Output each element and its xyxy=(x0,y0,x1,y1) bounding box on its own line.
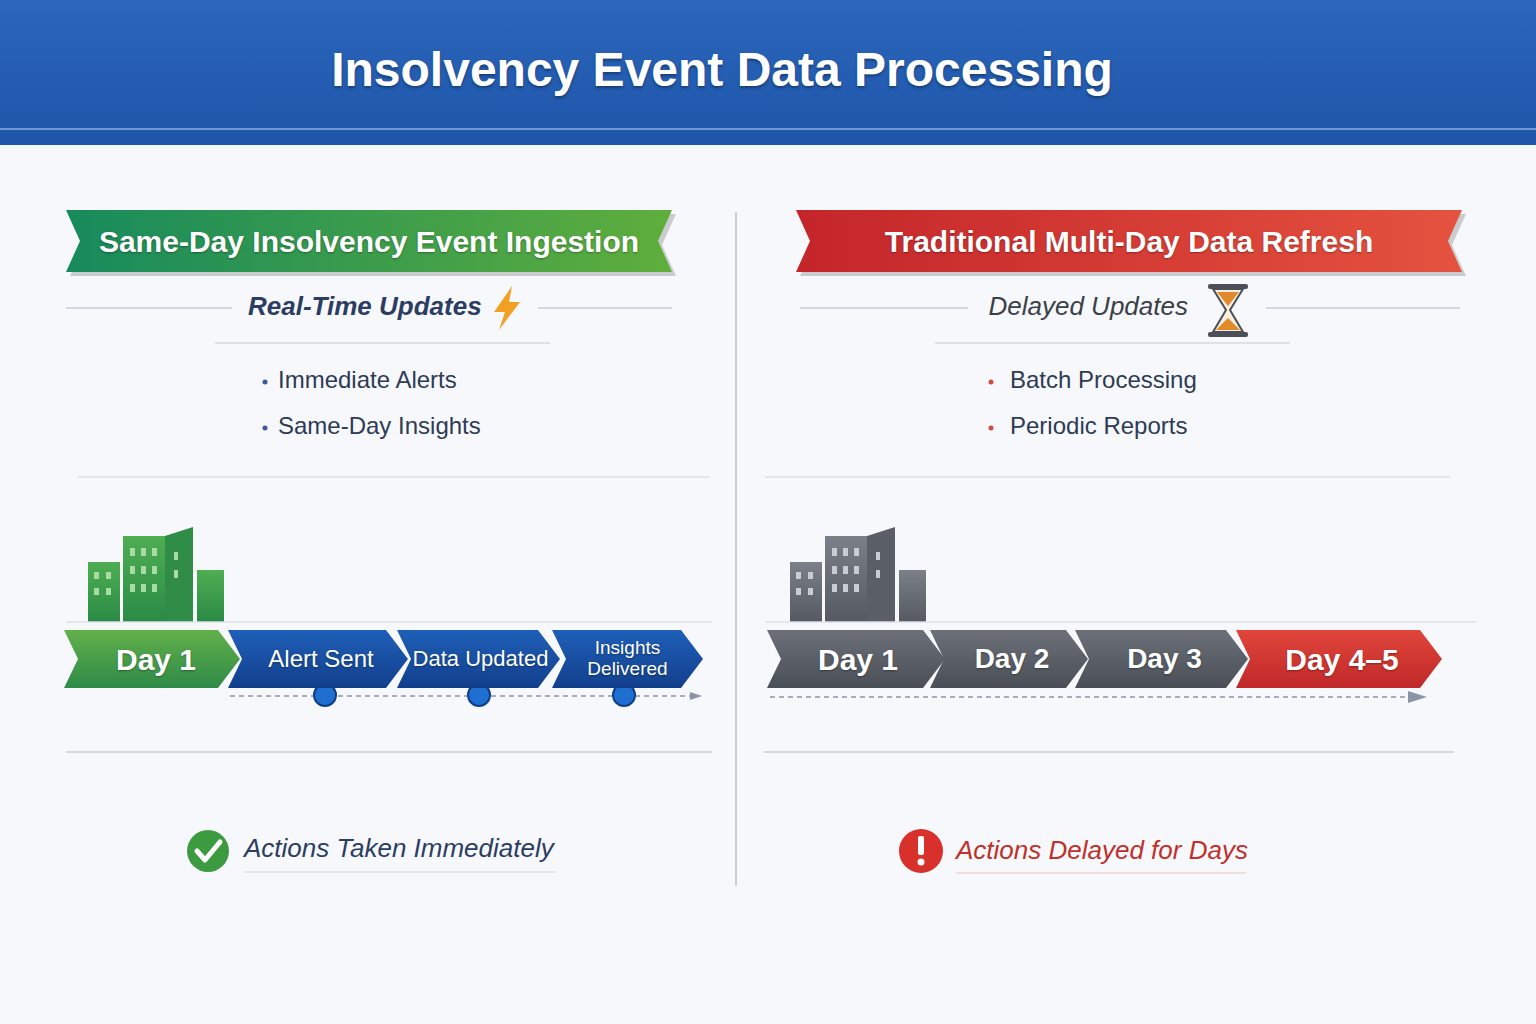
timeline-chevron: Day 3 xyxy=(1075,630,1248,688)
bullet-text: Periodic Reports xyxy=(1010,414,1187,438)
rule-line xyxy=(215,342,550,344)
rule-line xyxy=(800,307,968,309)
building-block xyxy=(165,527,193,622)
node-label: Traditional Multi-Day Data Refresh xyxy=(885,225,1373,258)
rule-line xyxy=(956,872,1246,874)
node-label: Day 3 xyxy=(1127,644,1202,675)
section-subtitle: Real-Time Updates xyxy=(248,293,482,319)
chevron-shape xyxy=(1236,630,1442,688)
section-subtitle: Delayed Updates xyxy=(989,293,1188,319)
building-block xyxy=(88,562,120,622)
warning-bar xyxy=(918,836,924,855)
lightning-icon xyxy=(494,286,520,330)
chevron-shape xyxy=(64,630,240,688)
building-block xyxy=(197,570,224,622)
bullet-text: Immediate Alerts xyxy=(278,368,457,392)
chevron-shape xyxy=(228,630,408,688)
dashed-timeline xyxy=(770,696,1412,698)
warning-icon xyxy=(899,829,943,873)
node-label: Data Updated xyxy=(413,647,549,671)
title-ribbon: Same-Day Insolvency Event Ingestion xyxy=(66,210,672,272)
bullet-dot xyxy=(989,380,994,385)
rule-line xyxy=(766,621,1476,623)
building-block xyxy=(790,562,822,622)
hourglass-sand xyxy=(1217,292,1239,306)
building-block xyxy=(867,527,895,622)
rule-line xyxy=(935,342,1290,344)
node-label: Alert Sent xyxy=(268,646,373,672)
header-band xyxy=(0,0,1536,145)
rule-line xyxy=(78,476,710,478)
building-icon xyxy=(88,527,224,622)
rule-line xyxy=(66,307,232,309)
timeline-chevron: Day 4–5 xyxy=(1236,630,1442,688)
ribbon-shape xyxy=(66,210,672,272)
rule-line xyxy=(538,307,672,309)
warning-dot xyxy=(918,859,925,866)
node-label: Day 1 xyxy=(818,643,898,676)
chevron-shape xyxy=(930,630,1088,688)
bullet-text: Batch Processing xyxy=(1010,368,1197,392)
chevron-shape xyxy=(1075,630,1248,688)
column-divider xyxy=(735,212,737,886)
hourglass-icon xyxy=(1208,284,1248,337)
bullet-dot xyxy=(989,426,994,431)
building-block xyxy=(899,570,926,622)
outcome-text: Actions Delayed for Days xyxy=(956,837,1248,863)
building-windows xyxy=(94,548,178,595)
timeline-chevron: Day 2 xyxy=(930,630,1088,688)
timeline-chevron: Alert Sent xyxy=(228,630,408,688)
timeline-arrowhead xyxy=(690,692,702,700)
bullet-dot xyxy=(263,380,268,385)
outcome-text: Actions Taken Immediately xyxy=(244,835,554,861)
timeline-chevron: Data Updated xyxy=(397,630,560,688)
timeline-arrowhead xyxy=(1408,691,1427,703)
building-block xyxy=(825,536,867,622)
rule-line xyxy=(1266,307,1460,309)
rule-line xyxy=(66,751,712,753)
timeline-chevron: Day 1 xyxy=(64,630,240,688)
hourglass-sand xyxy=(1216,318,1240,330)
rule-line xyxy=(764,751,1454,753)
rule-line xyxy=(765,476,1450,478)
bullet-dot xyxy=(263,426,268,431)
chevron-shape xyxy=(552,630,703,688)
building-block xyxy=(123,536,165,622)
building-windows xyxy=(796,548,880,595)
node-label: Insights Delivered xyxy=(573,638,683,680)
timeline-chevron: Day 1 xyxy=(767,630,945,688)
chevron-shape xyxy=(767,630,945,688)
ribbon-shape xyxy=(796,210,1462,272)
hourglass-glass xyxy=(1213,289,1243,332)
node-label: Day 4–5 xyxy=(1285,643,1398,676)
chevron-shape xyxy=(397,630,560,688)
header-rule xyxy=(0,128,1536,130)
title-ribbon: Traditional Multi-Day Data Refresh xyxy=(796,210,1462,272)
node-label: Day 2 xyxy=(975,644,1050,675)
bullet-text: Same-Day Insights xyxy=(278,414,481,438)
page-title: Insolvency Event Data Processing xyxy=(0,46,1444,94)
rule-line xyxy=(244,871,556,873)
building-icon xyxy=(790,527,926,622)
check-icon xyxy=(187,830,229,872)
timeline-chevron: Insights Delivered xyxy=(552,630,703,688)
node-label: Same-Day Insolvency Event Ingestion xyxy=(99,225,639,258)
rule-line xyxy=(66,621,712,623)
check-mark xyxy=(197,842,220,860)
check-circle xyxy=(187,830,229,872)
warning-circle xyxy=(899,829,943,873)
node-label: Day 1 xyxy=(116,643,196,676)
